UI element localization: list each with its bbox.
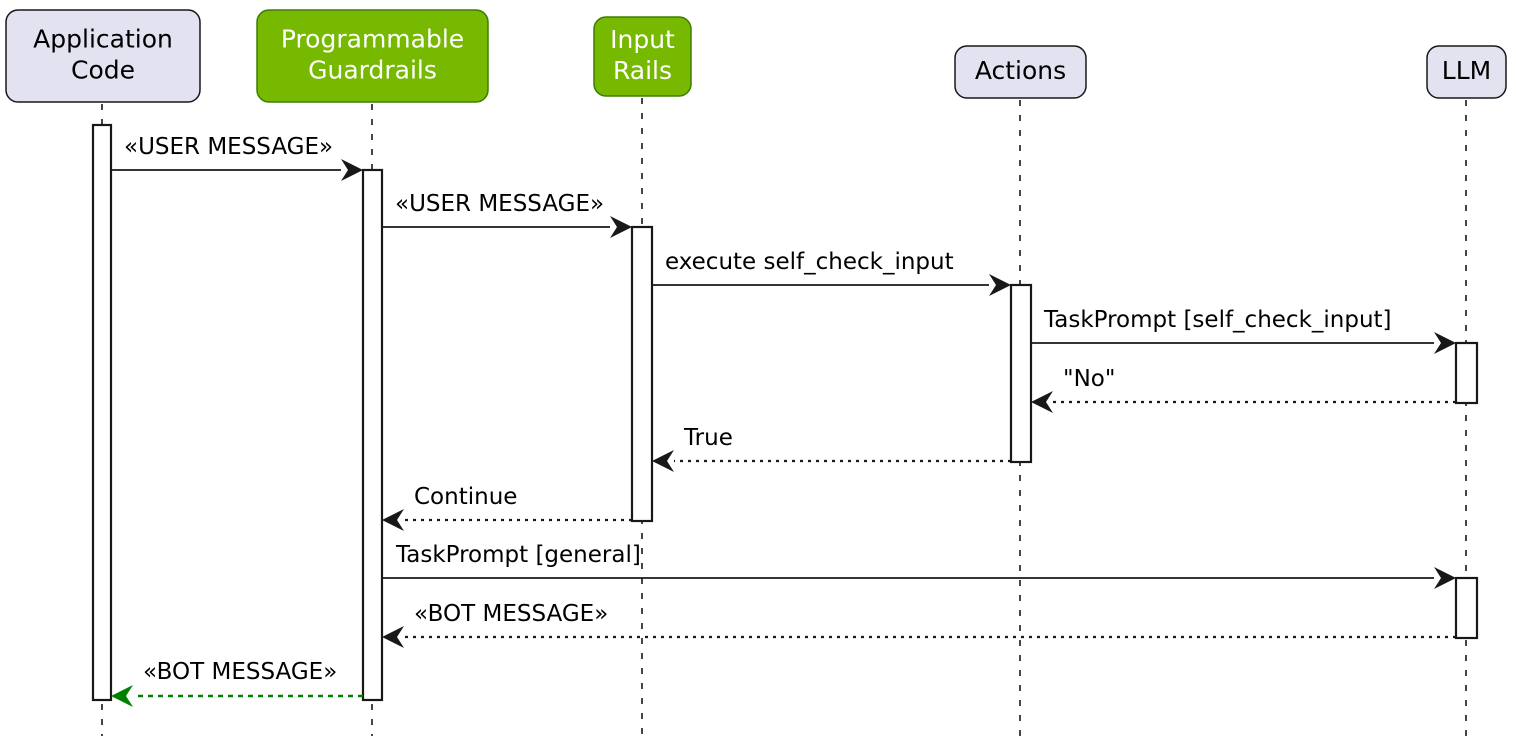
participant-label-llm: LLM (1442, 56, 1491, 85)
message-label-m3: execute self_check_input (665, 249, 954, 275)
participant-label-guardrails: Guardrails (308, 56, 437, 85)
participant-label-app: Code (71, 56, 135, 85)
participant-box-actions (954, 45, 1087, 99)
message-m1[interactable]: «USER MESSAGE» (111, 134, 363, 181)
arrowhead-m2 (610, 216, 632, 238)
message-m2[interactable]: «USER MESSAGE» (382, 191, 632, 238)
activation-bar-app (91, 123, 113, 702)
participant-llm[interactable]: LLM (1426, 45, 1507, 99)
message-label-m8: TaskPrompt [general] (395, 542, 641, 568)
participant-box-llm (1426, 45, 1507, 99)
arrowhead-m6 (652, 450, 674, 472)
arrowhead-m1 (341, 159, 363, 181)
participant-box-inputrails (593, 16, 692, 97)
arrowhead-m5 (1031, 391, 1053, 413)
activation-bar-llm (1454, 341, 1479, 405)
message-m7[interactable]: Continue (382, 484, 632, 531)
participant-label-app: Application (33, 25, 173, 54)
message-m5[interactable]: "No" (1031, 366, 1456, 413)
participant-box-guardrails (256, 9, 489, 103)
message-m6[interactable]: True (652, 425, 1011, 472)
activation-bar-guardrails (361, 168, 384, 702)
arrowhead-m8 (1434, 567, 1456, 589)
activation-bar-llm (1454, 576, 1479, 640)
message-m9[interactable]: «BOT MESSAGE» (382, 601, 1456, 648)
arrowhead-m10 (111, 685, 133, 707)
activation-bar-actions (1009, 283, 1033, 464)
participant-box-app (5, 9, 201, 103)
message-label-m4: TaskPrompt [self_check_input] (1043, 307, 1392, 333)
message-m8[interactable]: TaskPrompt [general] (382, 542, 1456, 589)
message-label-m1: «USER MESSAGE» (124, 134, 333, 160)
message-label-m2: «USER MESSAGE» (395, 191, 604, 217)
message-label-m6: True (683, 425, 733, 451)
participant-label-actions: Actions (975, 56, 1066, 85)
message-m4[interactable]: TaskPrompt [self_check_input] (1031, 307, 1456, 354)
participant-label-inputrails: Rails (613, 56, 672, 85)
activation-bar-inputrails (630, 225, 654, 523)
participant-label-guardrails: Programmable (281, 25, 464, 54)
message-m3[interactable]: execute self_check_input (652, 249, 1011, 296)
arrowhead-m9 (382, 626, 404, 648)
message-label-m10: «BOT MESSAGE» (143, 659, 337, 685)
message-m10[interactable]: «BOT MESSAGE» (111, 659, 363, 707)
message-label-m9: «BOT MESSAGE» (414, 601, 608, 627)
message-label-m5: "No" (1063, 366, 1115, 392)
arrowhead-m3 (989, 274, 1011, 296)
participant-actions[interactable]: Actions (954, 45, 1087, 99)
arrowhead-m4 (1434, 332, 1456, 354)
activation-bars-group (91, 123, 1479, 702)
messages-group: «USER MESSAGE» «USER MESSAGE» execute self… (111, 134, 1456, 707)
participant-label-inputrails: Input (610, 25, 675, 54)
arrowhead-m7 (382, 509, 404, 531)
message-label-m7: Continue (414, 484, 517, 510)
